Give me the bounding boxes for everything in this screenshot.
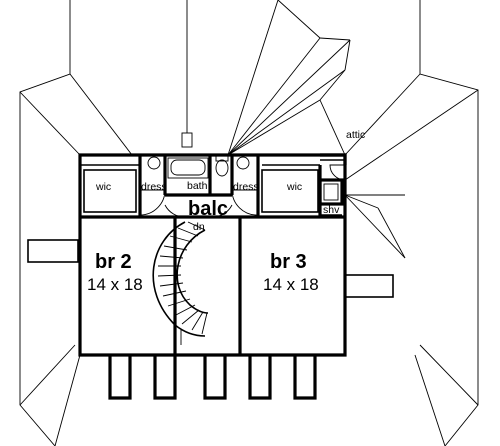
label-br3-size: 14 x 18 xyxy=(263,275,319,294)
label-shv: shv xyxy=(323,204,340,216)
curved-stair xyxy=(152,221,209,345)
label-wic-left: wic xyxy=(95,181,111,193)
label-balc: balc xyxy=(188,198,228,220)
roof-fan-right xyxy=(344,194,406,259)
chimney-vent xyxy=(181,0,193,148)
label-br2: br 2 xyxy=(95,251,132,273)
roof-lines xyxy=(19,0,479,446)
dormer-right xyxy=(342,274,394,298)
sink-left xyxy=(147,156,161,170)
label-br3: br 3 xyxy=(270,251,307,273)
roof-fan xyxy=(227,0,351,156)
door-swings xyxy=(139,164,346,218)
label-bath: bath xyxy=(187,180,208,192)
label-wic-right: wic xyxy=(286,181,302,193)
label-dress-left: dress xyxy=(141,181,167,193)
label-stair-dn: dn xyxy=(193,221,205,233)
label-dress-right: dress xyxy=(233,181,259,193)
bottom-bays xyxy=(108,355,317,400)
sink-right xyxy=(236,156,250,170)
dormer-left xyxy=(27,239,79,263)
interior-walls xyxy=(80,153,347,355)
label-attic: attic xyxy=(346,129,365,141)
label-br2-size: 14 x 18 xyxy=(87,275,143,294)
bath-fixtures xyxy=(147,155,250,179)
